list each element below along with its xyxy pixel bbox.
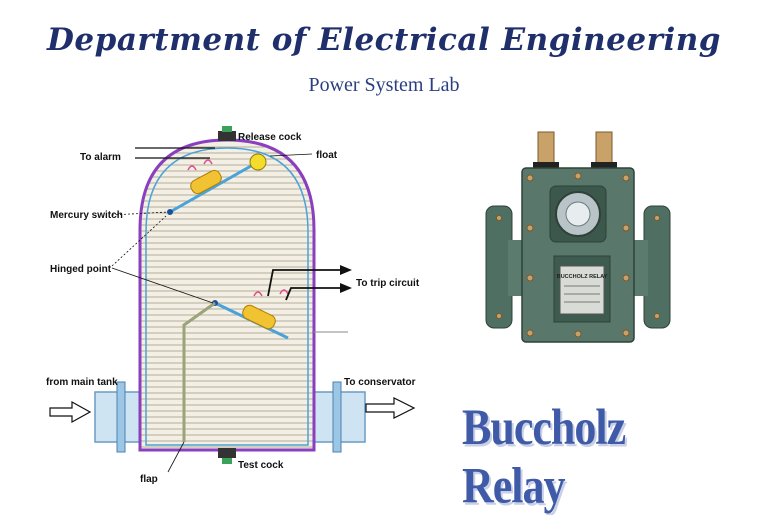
nameplate-text: BUCCHOLZ RELAY: [557, 274, 608, 280]
window-glass: [565, 201, 591, 227]
left-terminal-base: [533, 162, 559, 172]
page-subtitle: Power System Lab: [308, 74, 460, 96]
test-cock-valve: [222, 458, 232, 464]
upper-mercury-switch: [190, 169, 222, 195]
leader-float: [269, 153, 313, 157]
alarm-contacts: [187, 159, 213, 171]
label-to-conservator: To conservator: [344, 377, 416, 388]
buchholz-schematic-diagram: Release cock To alarm float Mercury swit…: [46, 126, 420, 485]
product-title: Buccholz Relay: [462, 399, 626, 515]
release-cock: [218, 131, 236, 141]
label-to-alarm: To alarm: [80, 152, 121, 163]
right-terminal-base: [591, 162, 617, 172]
label-hinged-point: Hinged point: [50, 264, 112, 275]
trip-wire-2: [285, 287, 340, 301]
label-float: float: [316, 150, 338, 161]
relay-photo: BUCCHOLZ RELAY: [485, 131, 671, 343]
inflow-arrow-icon: [49, 400, 92, 424]
leader-mercury-switch: [111, 211, 169, 216]
float-icon: [249, 153, 267, 171]
label-to-trip-circuit: To trip circuit: [356, 278, 420, 289]
upper-float-arm: [169, 160, 259, 214]
label-release-cock: Release cock: [238, 132, 302, 143]
trip-arrow-2-icon: [340, 283, 352, 293]
label-flap: flap: [140, 474, 158, 485]
left-flange: [116, 381, 126, 453]
label-from-main-tank: from main tank: [46, 377, 118, 388]
housing-bolts: [496, 172, 660, 338]
nameplate: [559, 265, 605, 315]
leader-hinged-point-upper: [111, 215, 167, 267]
release-cock-valve: [222, 126, 232, 132]
page-title: Department of Electrical Engineering: [47, 22, 721, 58]
outflow-arrow-icon: [365, 397, 416, 419]
trip-wire-1: [267, 269, 340, 297]
left-pipe-stub: [508, 240, 524, 296]
label-mercury-switch: Mercury switch: [50, 210, 123, 221]
test-cock: [218, 448, 236, 458]
label-test-cock: Test cock: [238, 460, 284, 471]
right-flange: [332, 381, 342, 453]
trip-arrow-1-icon: [340, 265, 352, 275]
flap-rod: [182, 301, 216, 442]
vessel-inner-wall: [145, 147, 309, 446]
lower-mercury-switch: [242, 304, 276, 330]
leader-hinged-point: [111, 267, 214, 304]
upper-hinge-icon: [167, 209, 173, 215]
right-pipe-stub: [632, 240, 648, 296]
leader-flap: [167, 441, 185, 473]
trip-contacts: [253, 289, 289, 297]
